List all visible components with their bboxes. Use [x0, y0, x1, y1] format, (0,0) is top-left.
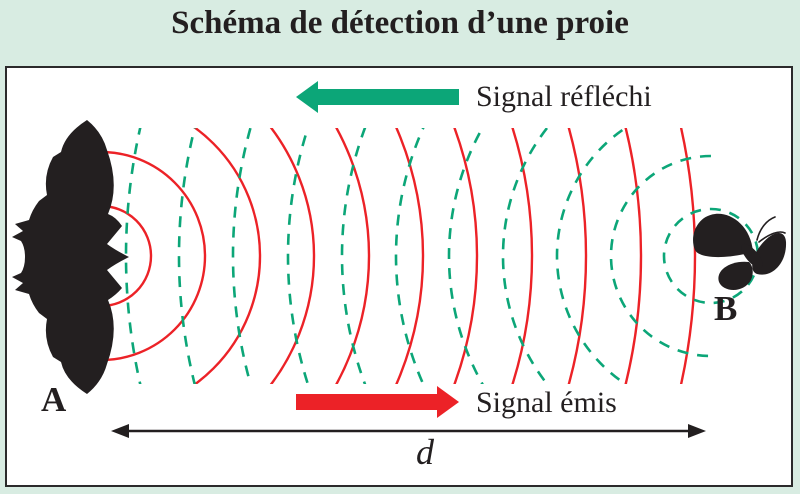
distance-double-arrow	[111, 424, 706, 438]
diagram-panel	[5, 66, 793, 487]
butterfly-icon	[693, 213, 787, 290]
diagram-title: Schéma de détection d’une proie	[171, 5, 629, 41]
diagram-canvas	[12, 81, 787, 438]
reflected-signal-label: Signal réfléchi	[476, 80, 652, 113]
distance-label: d	[416, 432, 434, 472]
reflected-signal-arrow-left-icon	[296, 81, 459, 113]
emitter-point-label: A	[41, 380, 67, 419]
bat-icon	[12, 120, 129, 394]
reflected-wave-arcs	[124, 128, 711, 384]
emitted-wave-arcs	[101, 128, 697, 384]
emitted-signal-arrow-right-icon	[296, 386, 459, 418]
emitted-signal-label: Signal émis	[476, 386, 617, 419]
prey-point-label: B	[714, 289, 738, 328]
